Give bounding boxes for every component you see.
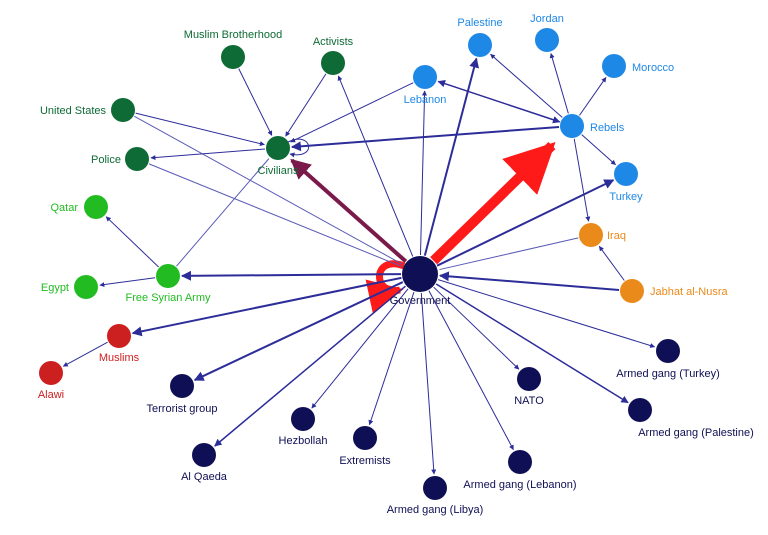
edge-civilians-to-police bbox=[150, 148, 266, 161]
node-circle-al-qaeda bbox=[192, 443, 216, 467]
node-circle-armed-gang-turkey bbox=[656, 339, 680, 363]
node-label-free-syrian-army: Free Syrian Army bbox=[126, 292, 211, 304]
node-circle-alawi bbox=[39, 361, 63, 385]
node-circle-palestine bbox=[468, 33, 492, 57]
edge-rebels-to-palestine bbox=[490, 53, 563, 118]
node-label-jabhat-al-nusra: Jabhat al-Nusra bbox=[650, 286, 729, 298]
node-label-lebanon: Lebanon bbox=[404, 94, 447, 106]
node-label-morocco: Morocco bbox=[632, 62, 674, 74]
node-label-armed-gang-palestine: Armed gang (Palestine) bbox=[638, 427, 754, 439]
node-circle-morocco bbox=[602, 54, 626, 78]
edge-government-to-armed-gang-palestine bbox=[435, 283, 629, 404]
node-label-activists: Activists bbox=[313, 36, 354, 48]
edge-free-syrian-army-to-qatar bbox=[105, 216, 159, 268]
edge-rebels-to-jordan bbox=[549, 52, 569, 114]
edge-rebels-to-iraq bbox=[573, 138, 591, 222]
node-circle-terrorist-group bbox=[170, 374, 194, 398]
node-label-civilians: Civilians bbox=[258, 165, 299, 177]
node-circle-armed-gang-libya bbox=[423, 476, 447, 500]
edge-government-to-free-syrian-army bbox=[180, 270, 402, 281]
node-circle-civilians bbox=[266, 136, 290, 160]
edge-lebanon-to-civilians bbox=[290, 82, 414, 143]
edge-jabhat-al-nusra-to-government bbox=[438, 271, 620, 291]
node-label-iraq: Iraq bbox=[607, 230, 626, 242]
node-circle-armed-gang-palestine bbox=[628, 398, 652, 422]
edge-government-to-armed-gang-libya bbox=[420, 292, 437, 475]
node-circle-qatar bbox=[84, 195, 108, 219]
edge-free-syrian-army-to-civilians bbox=[176, 158, 270, 267]
node-label-united-states: United States bbox=[40, 105, 107, 117]
edge-government-to-extremists bbox=[368, 291, 415, 426]
node-label-armed-gang-lebanon: Armed gang (Lebanon) bbox=[463, 479, 576, 491]
edge-government-to-armed-gang-lebanon bbox=[428, 290, 514, 451]
node-label-police: Police bbox=[91, 154, 121, 166]
edge-iraq-to-government bbox=[439, 237, 579, 271]
edge-civilians-self-loop bbox=[287, 138, 309, 158]
edge-government-to-rebels bbox=[430, 141, 556, 265]
edge-government-to-activists bbox=[337, 75, 414, 257]
node-circle-hezbollah bbox=[291, 407, 315, 431]
node-circle-rebels bbox=[560, 114, 584, 138]
node-label-extremists: Extremists bbox=[339, 455, 391, 467]
node-label-al-qaeda: Al Qaeda bbox=[181, 471, 228, 483]
node-circle-extremists bbox=[353, 426, 377, 450]
edge-government-to-civilians bbox=[290, 158, 408, 263]
node-label-rebels: Rebels bbox=[590, 122, 625, 134]
node-circle-free-syrian-army bbox=[156, 264, 180, 288]
node-label-nato: NATO bbox=[514, 395, 544, 407]
node-circle-united-states bbox=[111, 98, 135, 122]
node-label-muslim-brotherhood: Muslim Brotherhood bbox=[184, 29, 282, 41]
edge-united-states-to-civilians bbox=[135, 112, 265, 147]
edge-activists-to-civilians bbox=[285, 73, 327, 137]
edge-government-to-lebanon bbox=[419, 90, 428, 256]
edge-rebels-to-civilians bbox=[290, 125, 560, 152]
edge-government-to-hezbollah bbox=[311, 288, 409, 409]
node-label-palestine: Palestine bbox=[457, 17, 502, 29]
node-circle-police bbox=[125, 147, 149, 171]
node-circle-armed-gang-lebanon bbox=[508, 450, 532, 474]
node-label-muslims: Muslims bbox=[99, 352, 140, 364]
node-circle-activists bbox=[321, 51, 345, 75]
node-circle-jabhat-al-nusra bbox=[620, 279, 644, 303]
node-circle-lebanon bbox=[413, 65, 437, 89]
node-circle-government bbox=[402, 256, 438, 292]
edge-muslims-to-alawi bbox=[62, 341, 108, 367]
edge-government-to-nato bbox=[433, 286, 520, 370]
node-label-terrorist-group: Terrorist group bbox=[147, 403, 218, 415]
node-label-hezbollah: Hezbollah bbox=[279, 435, 328, 447]
node-label-armed-gang-libya: Armed gang (Libya) bbox=[387, 504, 484, 516]
node-label-alawi: Alawi bbox=[38, 389, 64, 401]
edge-government-to-turkey bbox=[436, 179, 615, 267]
node-circle-nato bbox=[517, 367, 541, 391]
node-label-jordan: Jordan bbox=[530, 13, 564, 25]
edge-free-syrian-army-to-egypt bbox=[99, 277, 156, 288]
node-label-armed-gang-turkey: Armed gang (Turkey) bbox=[616, 368, 720, 380]
edge-united-states-to-government bbox=[134, 115, 403, 265]
edge-police-to-government bbox=[148, 163, 402, 267]
edge-rebels-to-lebanon bbox=[437, 80, 561, 124]
node-circle-muslims bbox=[107, 324, 131, 348]
node-circle-iraq bbox=[579, 223, 603, 247]
edge-muslim-brotherhood-to-civilians bbox=[238, 68, 273, 136]
node-label-government: Government bbox=[390, 295, 451, 307]
edge-jabhat-al-nusra-to-iraq bbox=[598, 245, 625, 281]
node-circle-egypt bbox=[74, 275, 98, 299]
node-layer bbox=[39, 28, 680, 500]
edge-layer bbox=[62, 52, 656, 475]
edge-government-to-muslims bbox=[131, 276, 402, 337]
edge-rebels-to-turkey bbox=[581, 134, 616, 166]
node-label-qatar: Qatar bbox=[50, 202, 78, 214]
edge-government-to-terrorist-group bbox=[193, 281, 404, 381]
node-circle-muslim-brotherhood bbox=[221, 45, 245, 69]
edge-rebels-to-morocco bbox=[579, 77, 607, 116]
node-label-turkey: Turkey bbox=[609, 191, 643, 203]
edge-government-to-armed-gang-turkey bbox=[437, 279, 656, 348]
node-circle-turkey bbox=[614, 162, 638, 186]
node-label-egypt: Egypt bbox=[41, 282, 69, 294]
node-circle-jordan bbox=[535, 28, 559, 52]
edge-government-to-al-qaeda bbox=[214, 285, 406, 447]
